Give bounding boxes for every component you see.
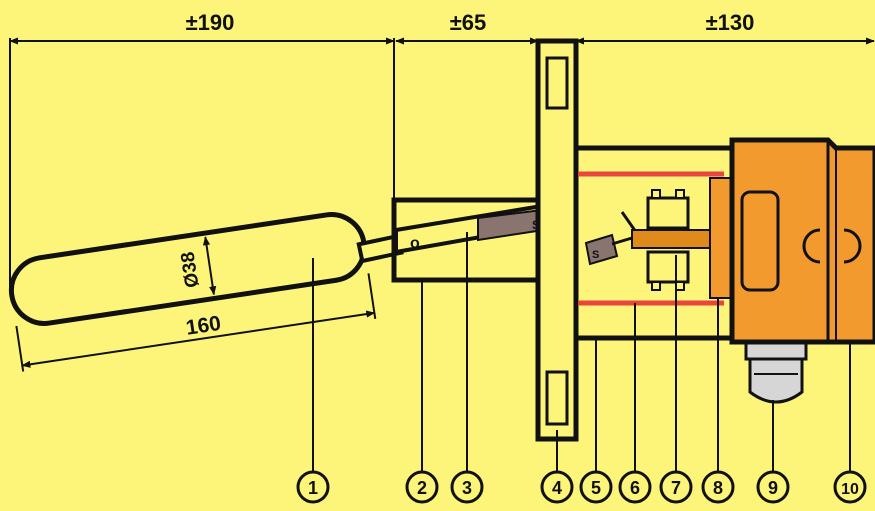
callout-circle-7 bbox=[659, 470, 693, 504]
callout-circle-4 bbox=[540, 470, 574, 504]
flange-bolt-hole-bottom bbox=[545, 370, 569, 426]
callout-circle-1 bbox=[296, 470, 330, 504]
callout-circle-3 bbox=[450, 470, 484, 504]
callout-circle-8 bbox=[701, 470, 735, 504]
switch-magnet-label: S bbox=[592, 249, 599, 261]
cable-gland-body bbox=[748, 357, 804, 404]
terminal-3 bbox=[651, 281, 661, 291]
flange-bolt-hole-top bbox=[545, 56, 569, 110]
callout-circle-9 bbox=[756, 470, 790, 504]
callout-2: 2 bbox=[417, 478, 427, 498]
terminal-1 bbox=[651, 189, 661, 199]
dim-text-130: ±130 bbox=[706, 10, 755, 35]
callout-3: 3 bbox=[462, 478, 472, 498]
leader-lines bbox=[312, 232, 851, 472]
cable-gland-nut bbox=[744, 341, 808, 361]
callout-9: 9 bbox=[768, 478, 778, 498]
callout-10: 10 bbox=[841, 481, 859, 498]
flange bbox=[535, 38, 579, 442]
dim-line-diameter bbox=[202, 236, 217, 296]
pivot-label: o bbox=[410, 235, 420, 252]
callout-circle-6 bbox=[618, 470, 652, 504]
callout-1: 1 bbox=[308, 478, 318, 498]
dim-text-190: ±190 bbox=[186, 10, 235, 35]
callout-8: 8 bbox=[713, 478, 723, 498]
switch-lever bbox=[620, 211, 638, 233]
callout-5: 5 bbox=[591, 478, 601, 498]
callout-group: 1 2 3 4 5 6 7 8 9 10 bbox=[296, 470, 867, 504]
switch-magnet bbox=[584, 233, 619, 266]
callout-circle-5 bbox=[579, 470, 613, 504]
callout-6: 6 bbox=[630, 478, 640, 498]
switch-plunger bbox=[631, 229, 711, 249]
microswitch-top bbox=[646, 196, 690, 230]
callout-7: 7 bbox=[671, 478, 681, 498]
callout-circle-2 bbox=[405, 470, 439, 504]
terminal-4 bbox=[675, 281, 685, 291]
dim-line-160 bbox=[21, 310, 376, 368]
callout-4: 4 bbox=[552, 478, 562, 498]
extension-line-160-right bbox=[367, 273, 377, 320]
microswitch-bottom bbox=[646, 250, 690, 284]
magnet-stem bbox=[611, 236, 633, 246]
dimension-lines bbox=[9, 37, 875, 290]
housing-cover-notch-left bbox=[802, 228, 821, 264]
housing-window bbox=[740, 190, 780, 292]
dim-text-65: ±65 bbox=[450, 10, 487, 35]
extension-line-160-left bbox=[15, 325, 25, 372]
housing-cover-notch-right bbox=[843, 228, 862, 264]
callout-circle-10 bbox=[833, 470, 867, 504]
terminal-2 bbox=[675, 189, 685, 199]
dim-text-160: 160 bbox=[184, 312, 222, 340]
